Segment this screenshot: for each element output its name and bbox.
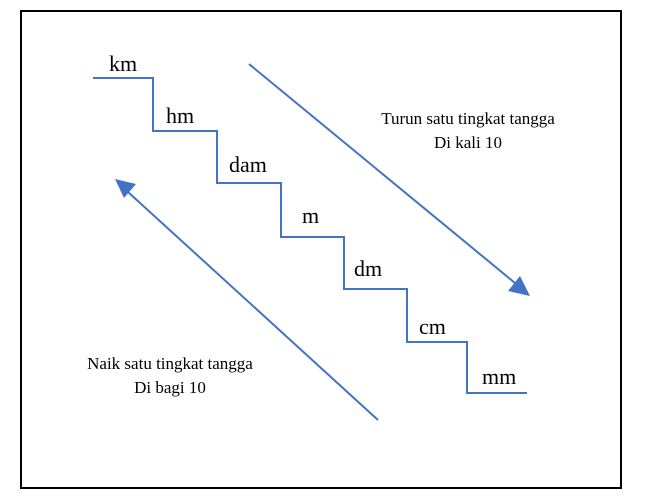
up-note-line1: Naik satu tingkat tangga (87, 354, 253, 373)
unit-hm: hm (166, 103, 195, 128)
up-note-line2: Di bagi 10 (134, 378, 206, 397)
down-note-line1: Turun satu tingkat tangga (381, 109, 555, 128)
unit-dm: dm (354, 256, 383, 281)
unit-mm: mm (482, 364, 517, 389)
diagram-frame (20, 10, 622, 489)
arrow-down-right-icon (248, 63, 530, 296)
arrow-up-left-icon (115, 179, 379, 421)
unit-cm: cm (419, 314, 446, 339)
unit-m: m (302, 203, 320, 228)
up-note: Naik satu tingkat tangga Di bagi 10 (64, 352, 276, 400)
unit-km: km (109, 51, 138, 76)
unit-dam: dam (229, 152, 267, 177)
down-note-line2: Di kali 10 (434, 133, 502, 152)
down-note: Turun satu tingkat tangga Di kali 10 (362, 107, 574, 155)
staircase-line (93, 77, 527, 394)
